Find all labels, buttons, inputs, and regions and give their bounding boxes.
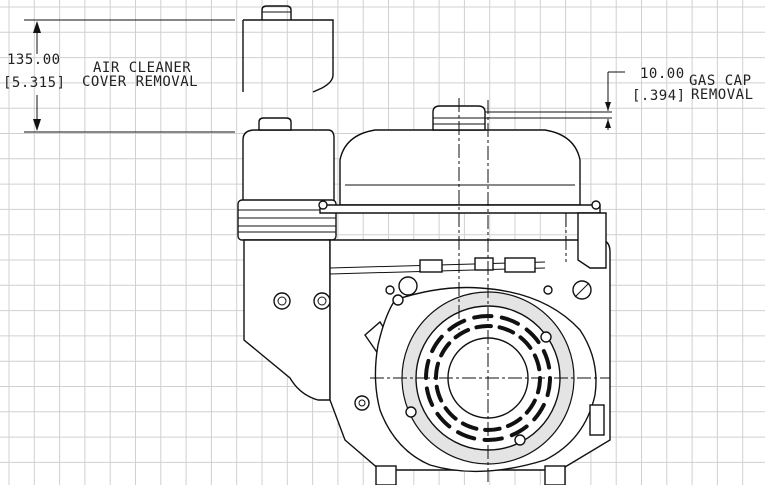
air-cleaner-imperial-value: [5.315] bbox=[3, 75, 66, 91]
air-cleaner-dimension-lines bbox=[24, 19, 235, 133]
gas-cap-label-line2: REMOVAL bbox=[691, 87, 754, 103]
gas-cap-label-line1: GAS CAP bbox=[689, 73, 752, 89]
gas-cap-metric-value: 10.00 bbox=[640, 66, 685, 82]
centerlines bbox=[370, 98, 610, 485]
air-cleaner-label-line2: COVER REMOVAL bbox=[82, 74, 199, 90]
gas-cap-imperial-value: [.394] bbox=[632, 88, 686, 104]
air-cleaner-cover-removed bbox=[242, 5, 334, 93]
engine-body bbox=[237, 105, 611, 486]
air-cleaner-metric-value: 135.00 bbox=[7, 52, 61, 68]
air-cleaner-label-line1: AIR CLEANER bbox=[93, 60, 192, 76]
